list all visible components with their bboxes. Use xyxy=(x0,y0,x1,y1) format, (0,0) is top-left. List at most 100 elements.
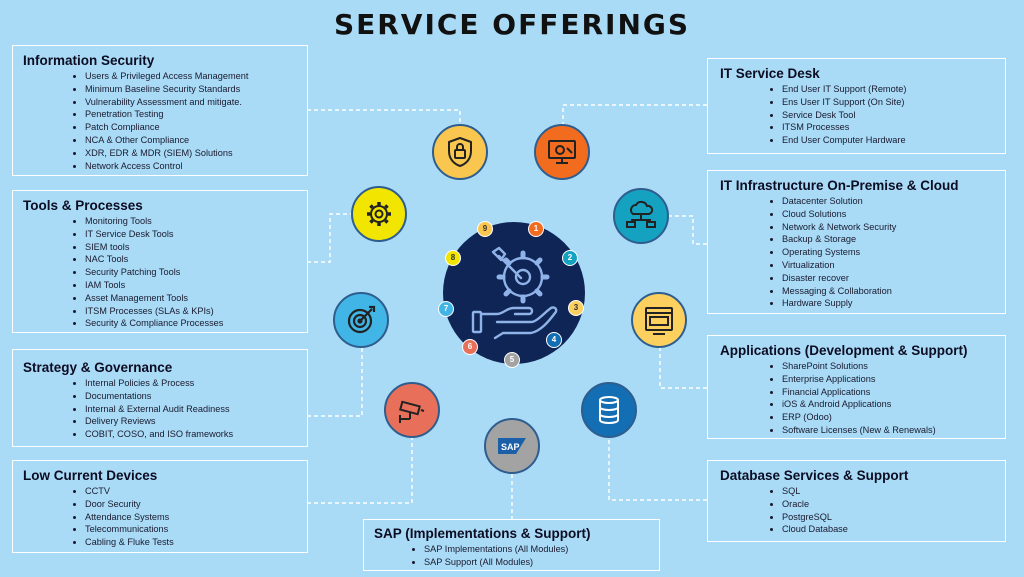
list-item: Patch Compliance xyxy=(85,121,307,134)
list-item: Network Access Control xyxy=(85,160,307,173)
list-item: Cloud Solutions xyxy=(782,208,1005,221)
list-item: Telecommunications xyxy=(85,523,307,536)
hub-number-6: 6 xyxy=(462,339,478,355)
list-item: Ens User IT Support (On Site) xyxy=(782,96,1005,109)
list-item: Cloud Database xyxy=(782,523,1005,536)
list-item: SAP Support (All Modules) xyxy=(424,556,659,569)
web-app-icon xyxy=(631,292,687,348)
list-item: XDR, EDR & MDR (SIEM) Solutions xyxy=(85,147,307,160)
page-title: SERVICE OFFERINGS xyxy=(333,8,691,41)
database-box: Database Services & Support SQL Oracle P… xyxy=(707,460,1006,542)
list-item: NCA & Other Compliance xyxy=(85,134,307,147)
list-item: End User Computer Hardware xyxy=(782,134,1005,147)
list-item: Security Patching Tools xyxy=(85,266,307,279)
list-item: SQL xyxy=(782,485,1005,498)
list-item: Penetration Testing xyxy=(85,108,307,121)
list-item: Service Desk Tool xyxy=(782,109,1005,122)
monitor-gear-icon xyxy=(534,124,590,180)
low-current-title: Low Current Devices xyxy=(23,468,158,483)
list-item: Users & Privileged Access Management xyxy=(85,70,307,83)
service-desk-list: End User IT Support (Remote) Ens User IT… xyxy=(720,83,1005,147)
list-item: Financial Applications xyxy=(782,386,1005,399)
list-item: Minimum Baseline Security Standards xyxy=(85,83,307,96)
list-item: Operating Systems xyxy=(782,246,1005,259)
infrastructure-box: IT Infrastructure On-Premise & Cloud Dat… xyxy=(707,170,1006,314)
hub-number-7: 7 xyxy=(438,301,454,317)
sap-title: SAP (Implementations & Support) xyxy=(374,526,591,541)
list-item: Security & Compliance Processes xyxy=(85,317,307,330)
list-item: Oracle xyxy=(782,498,1005,511)
list-item: SAP Implementations (All Modules) xyxy=(424,543,659,556)
list-item: Monitoring Tools xyxy=(85,215,307,228)
list-item: IT Service Desk Tools xyxy=(85,228,307,241)
strategy-governance-box: Strategy & Governance Internal Policies … xyxy=(12,349,308,447)
list-item: Door Security xyxy=(85,498,307,511)
applications-list: SharePoint Solutions Enterprise Applicat… xyxy=(720,360,1005,437)
list-item: Internal & External Audit Readiness xyxy=(85,403,307,416)
list-item: NAC Tools xyxy=(85,253,307,266)
list-item: Vulnerability Assessment and mitigate. xyxy=(85,96,307,109)
list-item: Internal Policies & Process xyxy=(85,377,307,390)
list-item: Delivery Reviews xyxy=(85,415,307,428)
list-item: Backup & Storage xyxy=(782,233,1005,246)
database-icon xyxy=(581,382,637,438)
cloud-network-icon xyxy=(613,188,669,244)
hub-number-1: 1 xyxy=(528,221,544,237)
service-desk-title: IT Service Desk xyxy=(720,66,820,81)
list-item: Documentations xyxy=(85,390,307,403)
list-item: ERP (Odoo) xyxy=(782,411,1005,424)
cctv-icon xyxy=(384,382,440,438)
sap-box: SAP (Implementations & Support) SAP Impl… xyxy=(363,519,660,571)
list-item: ITSM Processes (SLAs & KPIs) xyxy=(85,305,307,318)
list-item: ITSM Processes xyxy=(782,121,1005,134)
strategy-governance-title: Strategy & Governance xyxy=(23,360,173,375)
hub-number-4: 4 xyxy=(546,332,562,348)
list-item: Enterprise Applications xyxy=(782,373,1005,386)
applications-title: Applications (Development & Support) xyxy=(720,343,968,358)
sap-logo-icon: SAP xyxy=(484,418,540,474)
tools-processes-box: Tools & Processes Monitoring Tools IT Se… xyxy=(12,190,308,333)
infrastructure-title: IT Infrastructure On-Premise & Cloud xyxy=(720,178,959,193)
list-item: End User IT Support (Remote) xyxy=(782,83,1005,96)
infrastructure-list: Datacenter Solution Cloud Solutions Netw… xyxy=(720,195,1005,310)
info-security-list: Users & Privileged Access Management Min… xyxy=(23,70,307,172)
target-icon xyxy=(333,292,389,348)
service-desk-box: IT Service Desk End User IT Support (Rem… xyxy=(707,58,1006,154)
list-item: PostgreSQL xyxy=(782,511,1005,524)
hub-number-3: 3 xyxy=(568,300,584,316)
tools-processes-title: Tools & Processes xyxy=(23,198,143,213)
low-current-box: Low Current Devices CCTV Door Security A… xyxy=(12,460,308,553)
hub-number-9: 9 xyxy=(477,221,493,237)
low-current-list: CCTV Door Security Attendance Systems Te… xyxy=(23,485,307,549)
list-item: Attendance Systems xyxy=(85,511,307,524)
tools-processes-list: Monitoring Tools IT Service Desk Tools S… xyxy=(23,215,307,330)
list-item: Disaster recover xyxy=(782,272,1005,285)
hub-number-2: 2 xyxy=(562,250,578,266)
hand-gear-icon xyxy=(471,246,558,340)
list-item: Messaging & Collaboration xyxy=(782,285,1005,298)
gear-icon xyxy=(351,186,407,242)
list-item: Network & Network Security xyxy=(782,221,1005,234)
list-item: Datacenter Solution xyxy=(782,195,1005,208)
strategy-governance-list: Internal Policies & Process Documentatio… xyxy=(23,377,307,441)
applications-box: Applications (Development & Support) Sha… xyxy=(707,335,1006,439)
list-item: Software Licenses (New & Renewals) xyxy=(782,424,1005,437)
list-item: IAM Tools xyxy=(85,279,307,292)
list-item: COBIT, COSO, and ISO frameworks xyxy=(85,428,307,441)
list-item: iOS & Android Applications xyxy=(782,398,1005,411)
list-item: Hardware Supply xyxy=(782,297,1005,310)
sap-list: SAP Implementations (All Modules) SAP Su… xyxy=(374,543,659,569)
info-security-box: Information Security Users & Privileged … xyxy=(12,45,308,176)
list-item: Cabling & Fluke Tests xyxy=(85,536,307,549)
list-item: CCTV xyxy=(85,485,307,498)
info-security-title: Information Security xyxy=(23,53,155,68)
hub-number-8: 8 xyxy=(445,250,461,266)
list-item: Virtualization xyxy=(782,259,1005,272)
hub-number-5: 5 xyxy=(504,352,520,368)
shield-lock-icon xyxy=(432,124,488,180)
database-list: SQL Oracle PostgreSQL Cloud Database xyxy=(720,485,1005,536)
list-item: SIEM tools xyxy=(85,241,307,254)
list-item: SharePoint Solutions xyxy=(782,360,1005,373)
list-item: Asset Management Tools xyxy=(85,292,307,305)
